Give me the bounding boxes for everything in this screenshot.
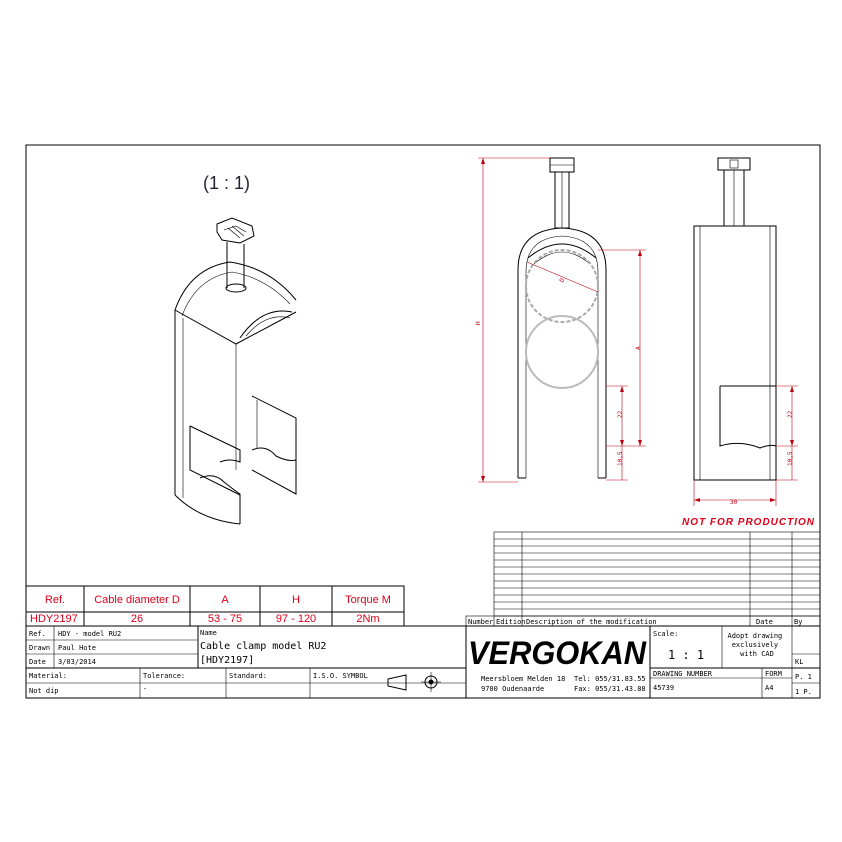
tolerance-label: Tolerance: bbox=[143, 672, 185, 680]
dim-22-front: 22 bbox=[617, 410, 624, 418]
revision-table: Number Edition Description of the modifi… bbox=[465, 531, 821, 627]
ref-cell-h: 97 - 120 bbox=[276, 613, 316, 625]
scale-value: 1 : 1 bbox=[668, 648, 704, 662]
dim-h: H bbox=[475, 321, 482, 325]
name-line1: Cable clamp model RU2 bbox=[200, 641, 326, 652]
ref-label: Ref. bbox=[29, 630, 46, 638]
drawn-value: Paul Hote bbox=[58, 644, 96, 652]
drawing-number-label: DRAWING NUMBER bbox=[653, 670, 713, 678]
date-value: 3/03/2014 bbox=[58, 658, 96, 666]
phone-number: Tel: 055/31.83.55 bbox=[574, 675, 646, 683]
rev-by-label: By bbox=[794, 618, 802, 626]
rev-edition-label: Edition bbox=[496, 618, 526, 626]
ref-header-ref: Ref. bbox=[45, 594, 65, 606]
side-view: 30 22 10,5 bbox=[693, 157, 798, 506]
screw-shaft bbox=[226, 242, 245, 288]
cable-circle-top bbox=[525, 249, 599, 323]
rev-date-label: Date bbox=[756, 618, 773, 626]
ref-value: HDY - model RU2 bbox=[58, 630, 121, 638]
standard-label: Standard: bbox=[229, 672, 267, 680]
material-label: Material: bbox=[29, 672, 67, 680]
iso-symbol-label: I.S.O. SYMBOL bbox=[313, 672, 368, 680]
address-line2: 9700 Oudenaarde bbox=[481, 685, 544, 693]
adopt-note: Adopt drawing exclusively with CAD bbox=[727, 632, 786, 658]
page-label: P. 1 bbox=[795, 673, 812, 681]
drawing-number: 45739 bbox=[653, 684, 674, 692]
name-line2: [HDY2197] bbox=[200, 655, 254, 666]
form-value: A4 bbox=[765, 684, 773, 692]
ref-table: Ref. Cable diameter D A H Torque M HDY21… bbox=[25, 585, 405, 627]
front-view: H D A 22 10,5 bbox=[475, 157, 646, 483]
kl-label: KL bbox=[795, 658, 803, 666]
title-block: Ref. HDY - model RU2 Drawn Paul Hote Dat… bbox=[25, 625, 821, 699]
scale-label: Scale: bbox=[653, 630, 678, 638]
not-for-production-stamp: NOT FOR PRODUCTION bbox=[682, 517, 815, 528]
ref-header-cable-diameter: Cable diameter D bbox=[94, 594, 180, 606]
dim-30: 30 bbox=[730, 499, 738, 506]
rev-number-label: Number bbox=[468, 618, 493, 626]
date-label: Date bbox=[29, 658, 46, 666]
drawn-label: Drawn bbox=[29, 644, 50, 652]
rev-description-label: Description of the modification bbox=[526, 618, 657, 626]
ref-cell-a: 53 - 75 bbox=[208, 613, 242, 625]
company-logo: VERGOKAN bbox=[468, 635, 647, 671]
dim-10-5-side: 10,5 bbox=[787, 451, 794, 466]
screw-head bbox=[216, 217, 255, 244]
dim-a: A bbox=[635, 346, 642, 350]
ref-header-torque: Torque M bbox=[345, 594, 391, 606]
scale-note: (1 : 1) bbox=[203, 173, 250, 193]
dim-22-side: 22 bbox=[787, 410, 794, 418]
name-label: Name bbox=[200, 629, 217, 637]
ref-cell-cable-diameter: 26 bbox=[131, 613, 143, 625]
ref-header-a: A bbox=[221, 594, 229, 606]
tolerance-value: - bbox=[143, 685, 147, 693]
ref-cell-ref: HDY2197 bbox=[30, 613, 78, 625]
material-value: Not dip bbox=[29, 687, 59, 695]
drawing-frame bbox=[25, 144, 821, 699]
fax-number: Fax: 055/31.43.88 bbox=[574, 685, 646, 693]
iso-projection-icon bbox=[387, 672, 441, 692]
address-line1: Meersbloem Melden 18 bbox=[481, 675, 565, 683]
dim-10-5-front: 10,5 bbox=[617, 451, 624, 466]
ref-header-h: H bbox=[292, 594, 300, 606]
form-label: FORM bbox=[765, 670, 782, 678]
isometric-view bbox=[174, 217, 297, 525]
ref-cell-torque: 2Nm bbox=[356, 613, 379, 625]
dim-d: D bbox=[558, 277, 566, 284]
page-total: 1 P. bbox=[795, 688, 812, 696]
cable-circle-bottom bbox=[525, 315, 599, 389]
